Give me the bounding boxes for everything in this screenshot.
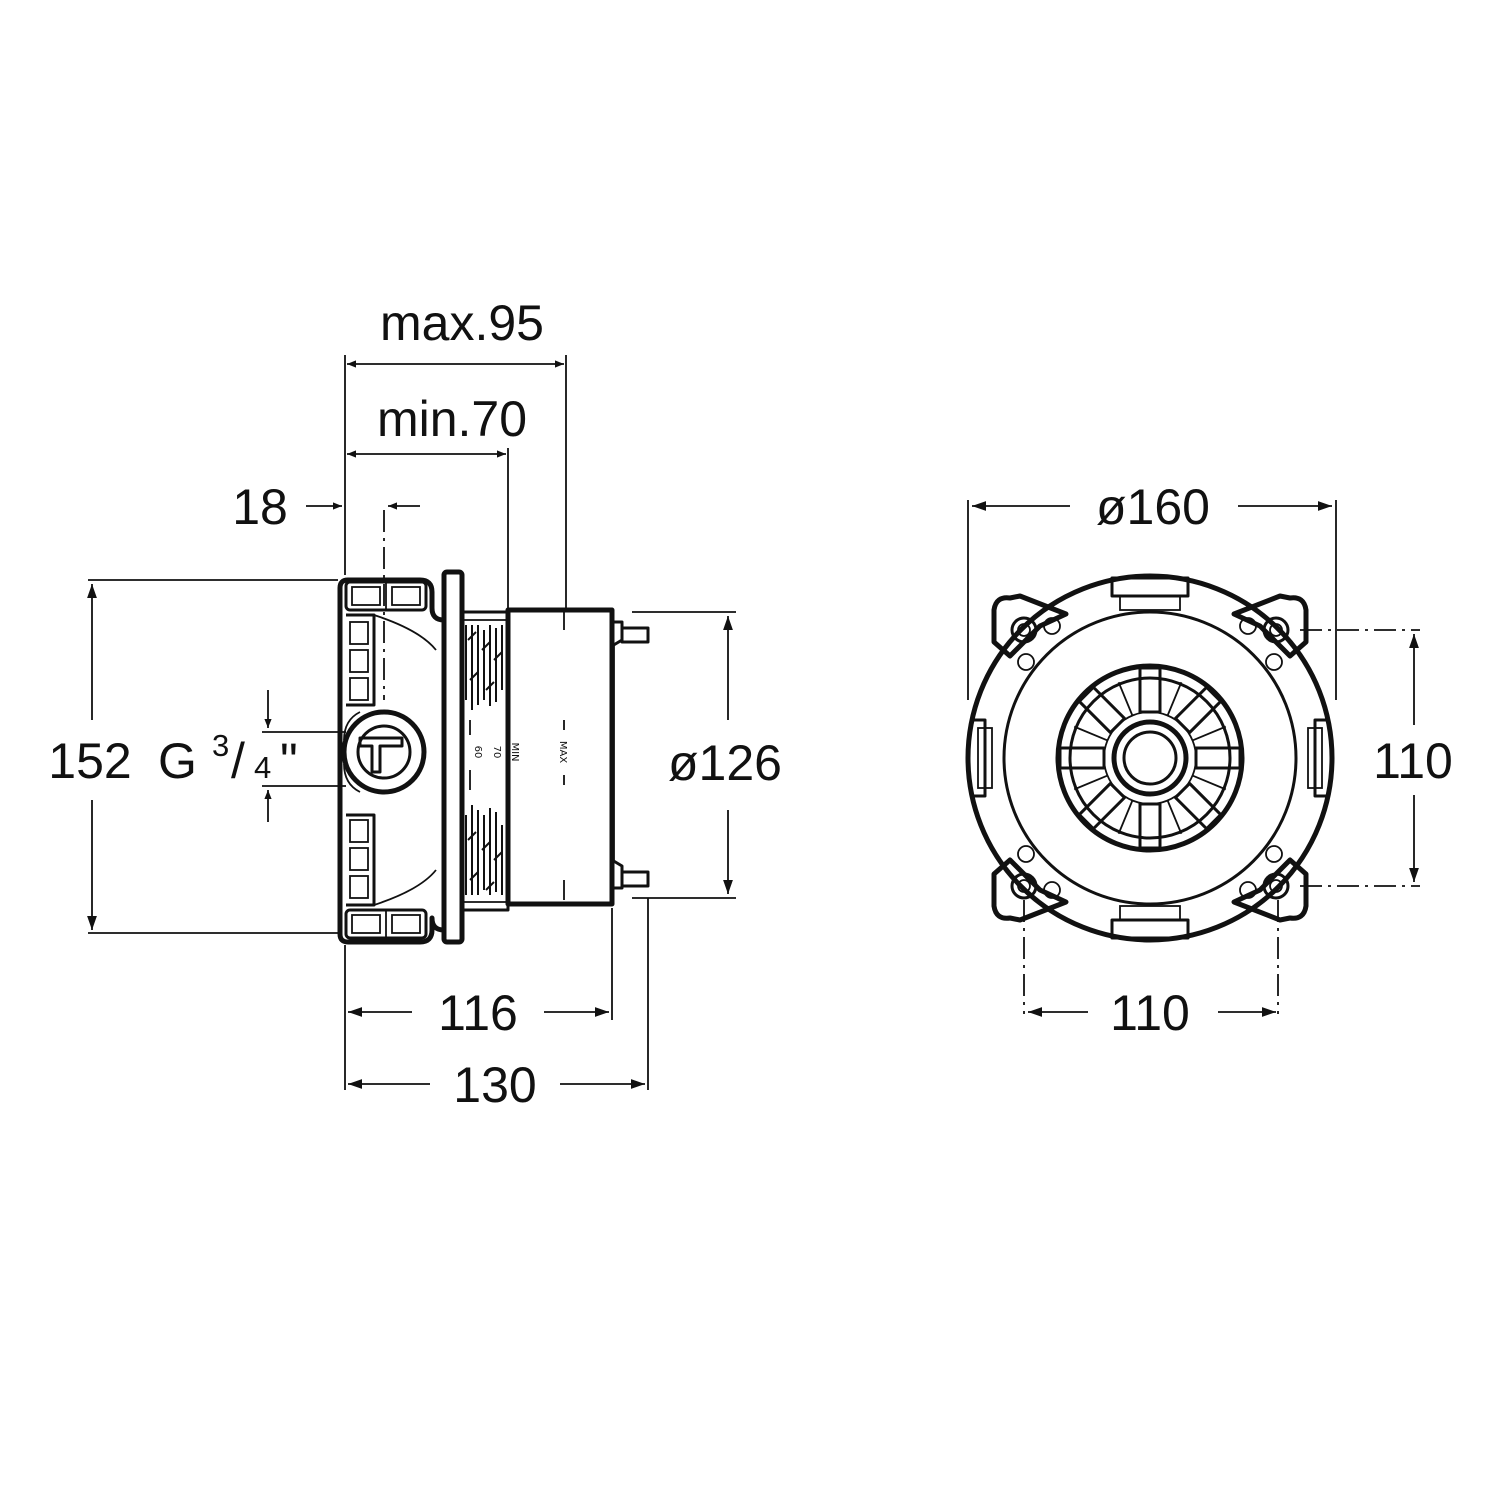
corner-lug-top-right	[1231, 593, 1309, 671]
side-housing	[337, 577, 447, 945]
dim-total-length-label: 130	[453, 1057, 536, 1113]
dim-height-label: 152	[48, 733, 131, 789]
corner-lug-top-left	[991, 593, 1069, 671]
dimension-18: 18	[232, 479, 420, 535]
dim-offset-label: 18	[232, 479, 288, 535]
side-flange	[441, 569, 510, 945]
dimension-min-70: min.70	[347, 391, 527, 458]
corner-lug-bottom-right	[1231, 845, 1309, 923]
front-flange	[965, 573, 1335, 943]
thread-numerator: 3	[212, 728, 229, 763]
thread-quote: "	[280, 733, 298, 789]
dim-horizontal-spacing-label: 110	[1110, 985, 1190, 1041]
dimension-max-95: max.95	[347, 295, 564, 368]
dimension-diameter-160: ø160	[972, 479, 1332, 535]
scale-max-label: MAX	[557, 741, 568, 763]
dim-vertical-spacing-label: 110	[1373, 733, 1453, 789]
side-view: MAX MIN 70 60 max.95 min.70	[48, 295, 782, 1113]
scale-70-label: 70	[491, 746, 502, 759]
thread-prefix: G	[158, 733, 197, 789]
corner-lug-bottom-left	[991, 845, 1069, 923]
thread-size-g34: G 3 / 4 "	[158, 690, 298, 822]
thread-slash: /	[231, 733, 245, 789]
central-hub	[1055, 663, 1245, 853]
dimension-116: 116	[348, 985, 609, 1041]
dim-min-label: min.70	[377, 391, 527, 447]
dimension-130: 130	[348, 1057, 645, 1113]
thread-denominator: 4	[254, 750, 271, 785]
dimension-diameter-126: ø126	[668, 616, 782, 894]
front-view: ø160 110 110	[965, 479, 1453, 1041]
dimension-110-vertical: 110	[1373, 634, 1453, 882]
dim-diameter-160-label: ø160	[1096, 479, 1210, 535]
dim-max-label: max.95	[380, 295, 544, 351]
dim-diameter-126-label: ø126	[668, 735, 782, 791]
dimension-110-horizontal: 110	[1028, 985, 1276, 1041]
scale-min-label: MIN	[509, 742, 520, 761]
scale-60-label: 60	[472, 746, 483, 759]
side-cartridge: MAX MIN 70 60	[472, 607, 650, 907]
dim-body-length-label: 116	[438, 985, 518, 1041]
dimension-152: 152	[48, 584, 132, 930]
